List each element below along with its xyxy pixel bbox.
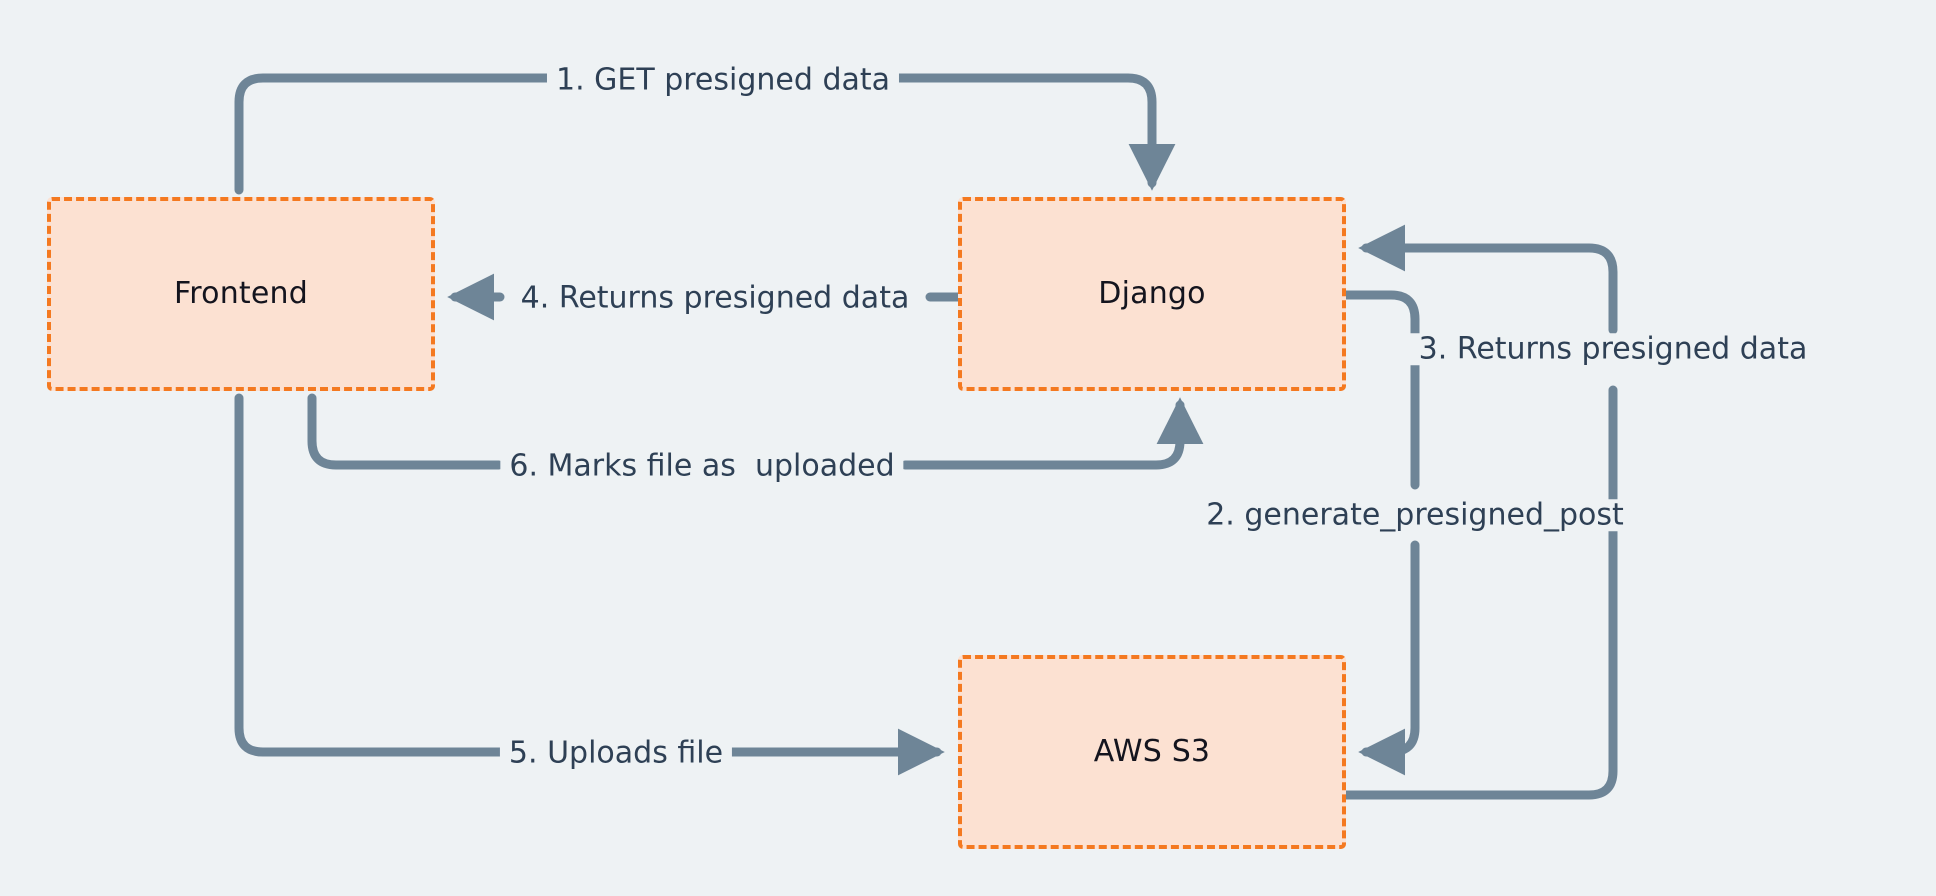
node-frontend[interactable]: Frontend [47,197,435,391]
connector-step6-right [900,397,1204,470]
connector-step2-top [1340,290,1420,490]
connector-step2-bottom [1358,540,1420,776]
connector-step5-left [234,393,508,757]
edge-label-step2: 2. generate_presigned_post [1197,499,1633,531]
connector-step3-lower [1340,385,1618,800]
edge-label-step4: 4. Returns presigned data [511,282,919,314]
node-django-label: Django [1098,276,1206,311]
edge-label-step6: 6. Marks file as uploaded [500,450,904,482]
node-frontend-label: Frontend [174,276,308,311]
connector-step1-left [234,73,553,195]
node-aws-s3-label: AWS S3 [1093,734,1211,769]
node-aws-s3[interactable]: AWS S3 [958,655,1346,849]
edge-label-step3: 3. Returns presigned data [1409,333,1817,365]
edge-label-step1: 1. GET presigned data [546,64,900,96]
connector-step3-upper [1358,224,1618,335]
connector-step1-right [894,73,1176,191]
edge-label-step5: 5. Uploads file [499,737,733,769]
node-django[interactable]: Django [958,197,1346,391]
connector-step6-left [307,393,504,470]
